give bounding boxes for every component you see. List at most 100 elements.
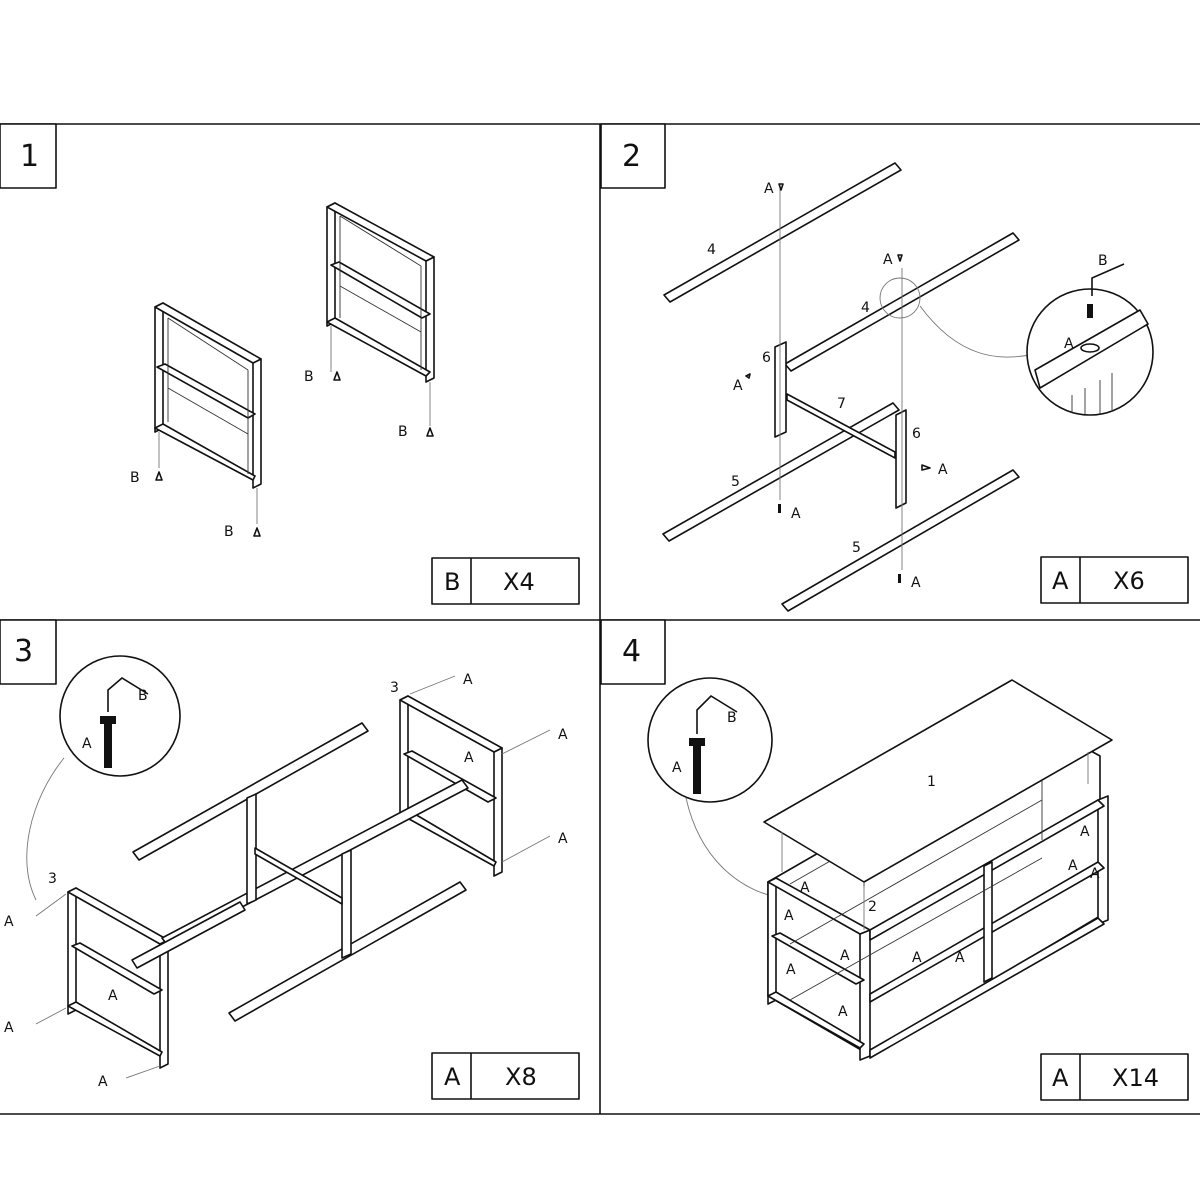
step-number: 3	[14, 634, 33, 669]
allen-key-icon	[107, 677, 149, 712]
quantity-box: A X6	[1040, 556, 1189, 604]
bolt-label: A	[558, 727, 568, 743]
bolt-label: A	[672, 760, 682, 776]
screw-label: B	[398, 424, 408, 440]
bolt-icon	[104, 722, 112, 768]
screw-icon	[155, 471, 163, 481]
bolt-label: A	[98, 1074, 108, 1090]
top-rail-4-back	[663, 162, 902, 303]
bolt-label: A	[4, 914, 14, 930]
bolt-label: A	[883, 252, 893, 268]
top-board-1	[763, 679, 1113, 883]
long-rail	[131, 901, 246, 969]
bolt-label: A	[4, 1020, 14, 1036]
hardware-count: X6	[1113, 567, 1145, 595]
bolt-label: A	[463, 672, 473, 688]
bolt-label: A	[1064, 336, 1074, 352]
middle-brace	[254, 847, 343, 905]
part-number-3: 3	[48, 871, 57, 887]
part-number-4: 4	[861, 300, 870, 316]
part-number-3: 3	[390, 680, 399, 696]
bottom-rail-5-back	[662, 402, 900, 542]
screw-icon	[253, 527, 261, 537]
part-number-4: 4	[707, 242, 716, 258]
step-number-box	[600, 619, 666, 685]
bolt-icon	[898, 574, 901, 583]
hardware-letter: A	[1052, 1064, 1069, 1092]
cabinet-frame	[767, 723, 1109, 1061]
quantity-box: B X4	[431, 557, 580, 605]
bolt-callouts: A A A A A A A A A A	[784, 824, 1100, 1020]
bolt-icon	[1087, 304, 1093, 318]
post-6-left	[774, 341, 787, 438]
step-number-box	[600, 123, 666, 189]
quantity-box: A X14	[1040, 1053, 1189, 1101]
screw-icon	[333, 371, 341, 381]
middle-post	[246, 793, 257, 905]
end-frame-left	[67, 887, 169, 1069]
detail-magnifier: B A	[879, 253, 1154, 416]
step-number: 2	[622, 139, 641, 174]
bolt-icon	[693, 744, 701, 794]
side-frame-left	[154, 302, 262, 489]
bolt-label: A	[764, 181, 774, 197]
key-label: B	[727, 710, 737, 726]
hardware-letter: A	[1052, 567, 1069, 595]
hardware-count: X14	[1112, 1064, 1159, 1092]
bolt-callouts: A A A A A A	[733, 181, 948, 591]
bolt-label: A	[840, 948, 850, 964]
bolt-label: A	[912, 950, 922, 966]
step-4-panel: 4 B A	[600, 619, 1189, 1101]
bolt-label: A	[800, 880, 810, 896]
bolt-icon	[778, 183, 784, 191]
side-frame-right	[326, 202, 435, 383]
step-2-panel: 2 4 4 6 7 6 5 5 A A A A A	[600, 123, 1189, 612]
screw-label: B	[304, 369, 314, 385]
middle-post	[341, 849, 352, 959]
long-rail	[132, 722, 369, 861]
bolt-callouts: A A A A A A A A	[4, 672, 568, 1090]
bolt-label: A	[838, 1004, 848, 1020]
screw-label: B	[224, 524, 234, 540]
bottom-rail-5-front	[781, 469, 1020, 612]
step-number-box	[0, 123, 57, 189]
key-label: B	[138, 688, 148, 704]
detail-magnifier: B A	[647, 677, 781, 899]
step-number-box	[0, 619, 57, 685]
end-frame-right	[399, 695, 503, 877]
hardware-letter: B	[444, 568, 460, 596]
bolt-label: A	[558, 831, 568, 847]
detail-magnifier: B A	[26, 655, 181, 901]
bolt-label: A	[1080, 824, 1090, 840]
bolt-label: A	[108, 988, 118, 1004]
bolt-label: A	[911, 575, 921, 591]
part-number-5: 5	[731, 474, 740, 490]
part-number-6: 6	[762, 350, 771, 366]
step-3-panel: 3 B A	[0, 619, 580, 1100]
part-number-1: 1	[927, 774, 936, 790]
step-number: 1	[20, 139, 39, 174]
bolt-label: A	[1068, 858, 1078, 874]
step-number: 4	[622, 634, 641, 669]
bolt-label: A	[464, 750, 474, 766]
bolt-label: A	[82, 736, 92, 752]
hardware-letter: A	[444, 1063, 461, 1091]
allen-key-icon	[696, 694, 738, 734]
bolt-label: A	[784, 908, 794, 924]
part-number-6: 6	[912, 426, 921, 442]
bolt-label: A	[1090, 866, 1100, 882]
bolt-icon	[745, 373, 751, 379]
screw-label: B	[130, 470, 140, 486]
screw-icon	[426, 427, 434, 437]
part-number-5: 5	[852, 540, 861, 556]
bolt-icon	[897, 254, 903, 262]
hardware-count: X4	[503, 568, 535, 596]
bolt-icon	[921, 464, 931, 471]
bolt-label: A	[938, 462, 948, 478]
part-number-2: 2	[868, 899, 877, 915]
part-number-7: 7	[837, 396, 846, 412]
brace-7	[786, 393, 896, 459]
quantity-box: A X8	[431, 1052, 580, 1100]
hardware-count: X8	[505, 1063, 537, 1091]
